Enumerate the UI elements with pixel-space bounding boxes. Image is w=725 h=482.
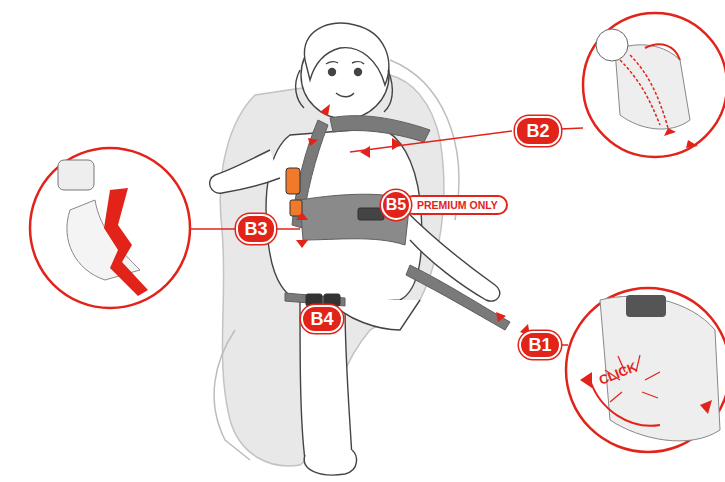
direction-arrows	[296, 104, 530, 336]
step-badge: B1	[519, 331, 561, 359]
step-badge: B4	[301, 305, 343, 333]
buckles	[286, 168, 384, 306]
leader-lines	[190, 128, 583, 345]
step-badge: B3	[236, 214, 276, 244]
harness-straps	[285, 116, 510, 330]
callout-number: B4	[310, 309, 333, 330]
premium-badge: B5PREMIUM ONLY	[381, 190, 507, 220]
step-badge: B2	[515, 116, 561, 146]
detail-insets	[30, 13, 725, 452]
callout-number: B1	[528, 335, 551, 356]
child-figure	[210, 23, 500, 475]
child-face	[326, 62, 364, 97]
variant-note: PREMIUM ONLY	[403, 195, 508, 215]
callout-number: B2	[526, 121, 549, 142]
callout-number: B3	[244, 219, 267, 240]
callout-number: B5	[381, 190, 411, 220]
